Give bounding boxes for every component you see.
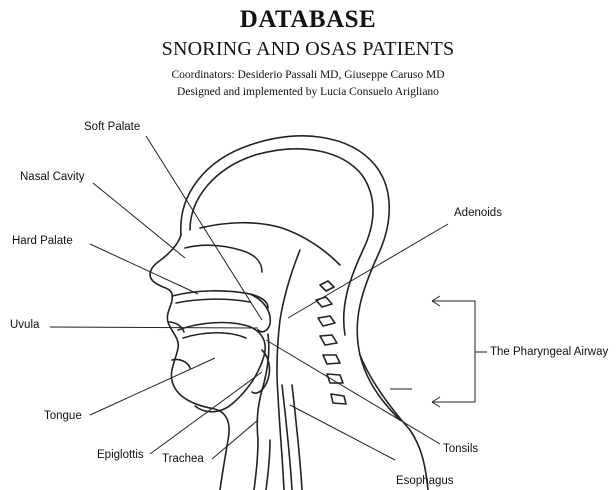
vertebra-1 (320, 281, 334, 291)
leader-uvula (50, 327, 258, 328)
leader-hard-palate (90, 244, 198, 294)
vertebra-7 (331, 394, 346, 404)
face-profile (150, 235, 210, 408)
inner-skull-line (190, 149, 373, 335)
vertebra-3 (318, 316, 335, 326)
neck-back (360, 355, 428, 490)
cranial-floor (200, 223, 340, 265)
label-soft-palate: Soft Palate (84, 122, 140, 134)
label-esophagus: Esophagus (396, 476, 454, 488)
soft-palate-shape (250, 294, 270, 332)
leader-nasal-cavity (93, 183, 185, 258)
label-uvula: Uvula (10, 320, 39, 332)
vertebra-5 (323, 355, 340, 364)
label-hard-palate: Hard Palate (12, 236, 73, 248)
tongue-inner (183, 333, 246, 338)
label-adenoids: Adenoids (454, 208, 502, 220)
trachea-tube (254, 440, 270, 490)
leader-soft-palate (146, 136, 262, 320)
label-tonsils: Tonsils (443, 444, 478, 456)
vertebra-4 (320, 335, 337, 345)
leader-epiglottis (150, 372, 262, 454)
label-nasal-cavity: Nasal Cavity (20, 172, 85, 184)
leader-trachea (212, 420, 258, 459)
leader-esophagus (290, 405, 395, 460)
label-trachea: Trachea (162, 454, 204, 466)
label-tongue: Tongue (44, 411, 82, 423)
esophagus-tube (282, 385, 302, 490)
label-pharyngeal-airway: The Pharyngeal Airway (490, 347, 608, 359)
vertebra-2 (316, 297, 332, 307)
neck-front (210, 408, 229, 490)
pharyngeal-bracket (432, 301, 475, 402)
hard-palate-inner (176, 299, 250, 303)
label-epiglottis: Epiglottis (97, 450, 144, 462)
